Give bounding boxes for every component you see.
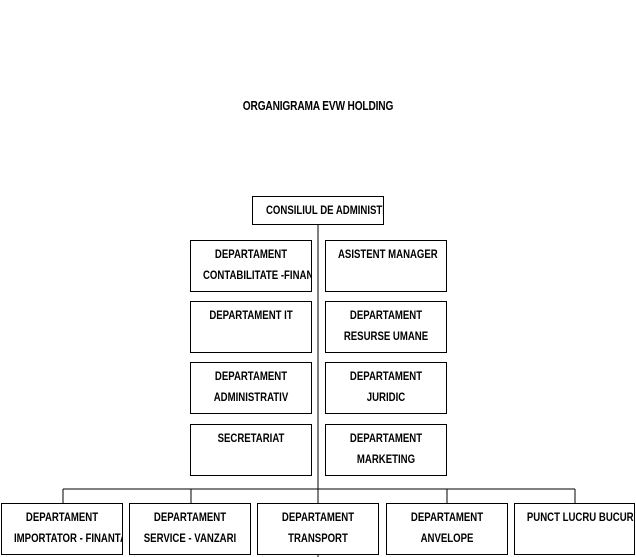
box-label: TRANSPORT: [288, 531, 348, 545]
bucharest-office-box: PUNCT LUCRU BUCURESTI: [514, 503, 635, 555]
dept-marketing-box: DEPARTAMENT MARKETING: [325, 424, 447, 476]
box-label: JURIDIC: [366, 390, 406, 404]
box-label: DEPARTAMENT: [214, 369, 288, 383]
dept-hr-box: DEPARTAMENT RESURSE UMANE: [325, 301, 447, 353]
box-label: ASISTENT MANAGER: [338, 247, 438, 261]
box-label: DEPARTAMENT: [349, 308, 423, 322]
dept-service-sales-box: DEPARTAMENT SERVICE - VANZARI: [129, 503, 251, 555]
box-label: SECRETARIAT: [217, 431, 285, 445]
box-label: PUNCT LUCRU BUCURESTI: [526, 510, 634, 524]
box-label: ANVELOPE: [420, 531, 474, 545]
dept-transport-box: DEPARTAMENT TRANSPORT: [257, 503, 379, 555]
box-label: DEPARTAMENT IT: [209, 308, 293, 322]
dept-legal-box: DEPARTAMENT JURIDIC: [325, 362, 447, 414]
box-label: IMPORTATOR - FINANTARE: [14, 531, 122, 545]
secretariat-box: SECRETARIAT: [190, 424, 312, 476]
box-label: DEPARTAMENT: [281, 510, 355, 524]
dept-accounting-box: DEPARTAMENT CONTABILITATE -FINANCIAR: [190, 240, 312, 292]
box-label: MARKETING: [356, 452, 416, 466]
box-label: DEPARTAMENT: [349, 431, 423, 445]
dept-tires-box: DEPARTAMENT ANVELOPE: [386, 503, 508, 555]
board-of-directors-box: CONSILIUL DE ADMINISTRATIE: [252, 196, 384, 225]
box-label: RESURSE UMANE: [343, 329, 429, 343]
chart-title: ORGANIGRAMA EVW HOLDING: [242, 98, 394, 113]
box-label: DEPARTAMENT: [25, 510, 99, 524]
box-label: DEPARTAMENT: [410, 510, 484, 524]
dept-import-financing-box: DEPARTAMENT IMPORTATOR - FINANTARE: [1, 503, 123, 555]
box-label: ADMINISTRATIV: [213, 390, 289, 404]
box-label: DEPARTAMENT: [214, 247, 288, 261]
box-label: CONSILIUL DE ADMINISTRATIE: [266, 203, 383, 217]
dept-administrative-box: DEPARTAMENT ADMINISTRATIV: [190, 362, 312, 414]
box-label: SERVICE - VANZARI: [143, 531, 237, 545]
box-label: CONTABILITATE -FINANCIAR: [203, 268, 311, 282]
assistant-manager-box: ASISTENT MANAGER: [325, 240, 447, 292]
box-label: DEPARTAMENT: [153, 510, 227, 524]
dept-it-box: DEPARTAMENT IT: [190, 301, 312, 353]
box-label: DEPARTAMENT: [349, 369, 423, 383]
